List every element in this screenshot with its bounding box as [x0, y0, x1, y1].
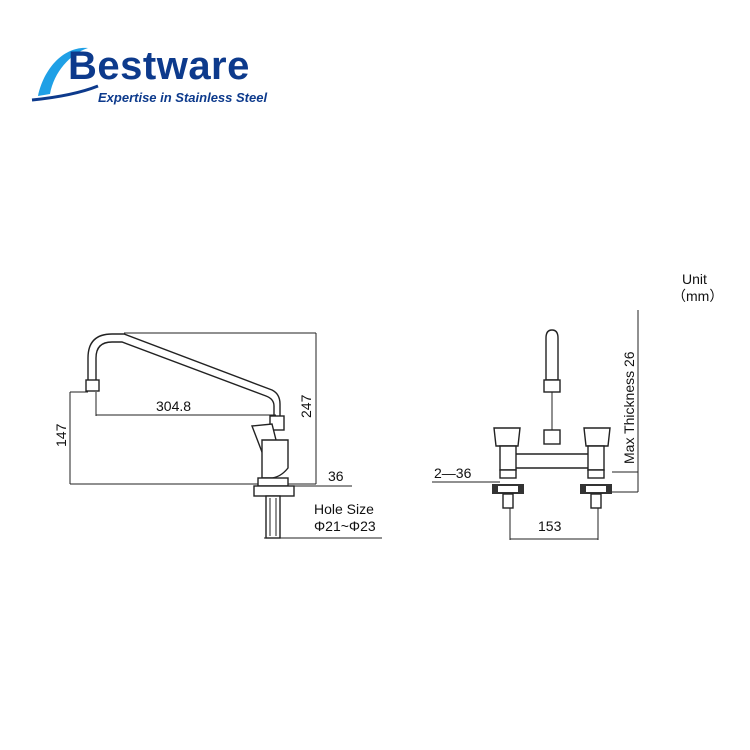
- front-left-nut: [499, 469, 517, 479]
- unit-value: （mm）: [672, 288, 723, 304]
- hole-size-title: Hole Size: [314, 501, 374, 517]
- spout-height-label: 147: [53, 423, 69, 447]
- side-aerator: [85, 379, 100, 392]
- center-distance-label: 153: [538, 518, 562, 534]
- side-view: 304.8 247 147 36 Hole Size Φ21~Φ23: [53, 332, 382, 539]
- total-height-label: 247: [298, 394, 314, 418]
- unit-title: Unit: [682, 271, 707, 287]
- front-spout: [545, 329, 559, 381]
- side-shank: [265, 495, 281, 539]
- hole-spec-label: 2—36: [434, 465, 472, 481]
- side-spout-collar: [269, 415, 285, 431]
- front-left-valve: [499, 445, 517, 471]
- brand-logo: Bestware Expertise in Stainless Steel: [30, 38, 280, 108]
- front-right-shank: [590, 493, 602, 509]
- side-valve-body: [261, 439, 289, 479]
- front-right-plate-slot: [586, 486, 606, 492]
- max-thickness-label: Max Thickness 26: [621, 351, 637, 464]
- side-base-nut: [257, 477, 289, 487]
- front-right-nut: [587, 469, 605, 479]
- front-spout-collar: [543, 379, 561, 393]
- front-left-handle: [493, 427, 521, 447]
- hole-size-range: Φ21~Φ23: [314, 518, 376, 534]
- front-right-handle: [583, 427, 611, 447]
- front-spout-nut: [543, 429, 561, 445]
- front-left-plate-slot: [498, 486, 518, 492]
- brand-name: Bestware: [68, 44, 250, 88]
- spout-reach-label: 304.8: [156, 398, 191, 414]
- brand-tagline: Expertise in Stainless Steel: [98, 90, 268, 105]
- front-left-shank: [502, 493, 514, 509]
- front-body-bar: [505, 447, 599, 469]
- base-dim-label: 36: [328, 468, 344, 484]
- side-mount-plate-slot: [262, 488, 286, 494]
- front-view: 2—36 153 Max Thickness 26: [432, 310, 639, 540]
- front-right-valve: [587, 445, 605, 471]
- logo-swoosh-icon: [31, 47, 99, 102]
